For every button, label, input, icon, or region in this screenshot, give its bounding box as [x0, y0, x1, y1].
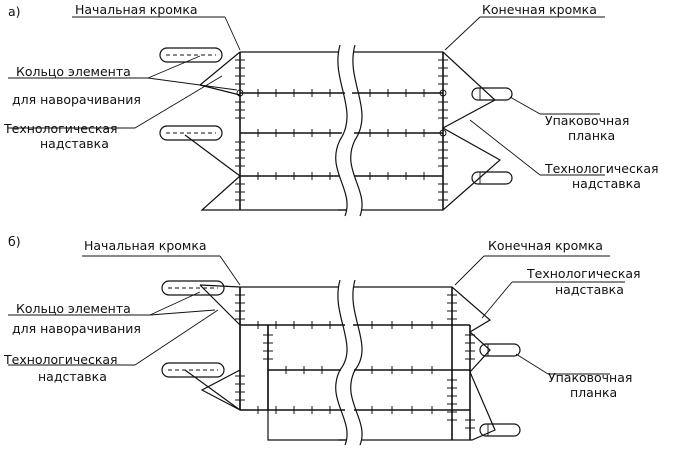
packing-bar-icon-a-top	[471, 87, 513, 101]
seam-joints-a	[236, 89, 447, 137]
belt-a-left-outline	[199, 51, 350, 211]
start-edge-label-b: Начальная кромка	[84, 238, 207, 253]
packing-label-a-1: Упаковочная	[545, 113, 629, 128]
ext-right-label-a-1: Технологическая	[544, 161, 659, 176]
end-edge-ticks-b	[447, 294, 457, 421]
belt-a-left-diagonal	[184, 84, 241, 177]
ext-left-label-a-2: надставка	[40, 136, 109, 151]
start-edge-ticks-a	[235, 59, 245, 201]
ext-top-label-b-1: Технологическая	[526, 266, 641, 281]
horizontal-seam-ticks-b	[257, 321, 433, 414]
end-edge-label-a: Конечная кромка	[482, 2, 597, 17]
winding-ring-icon-a-bottom	[159, 125, 223, 141]
break-line-a-right	[350, 44, 363, 217]
ring-label-b-1: Кольцо элемента	[16, 301, 131, 316]
panel-label-a: а)	[8, 4, 21, 19]
winding-ring-icon-b-top	[161, 280, 225, 296]
belt-b-right-outline	[338, 286, 496, 441]
break-line-a-left	[335, 44, 348, 217]
packing-bar-icon-b-top	[479, 343, 521, 357]
packing-label-b-2: планка	[570, 385, 617, 400]
break-gap-b	[335, 280, 363, 445]
start-edge-label-a: Начальная кромка	[75, 2, 198, 17]
packing-label-b-1: Упаковочная	[548, 370, 632, 385]
winding-ring-icon-a-top	[159, 47, 223, 63]
ring-label-b-2: для наворачивания	[12, 321, 141, 336]
packing-bar-icon-b-bottom	[479, 423, 521, 437]
ext-left-label-a-1: Технологическая	[3, 121, 118, 136]
diagram-b: б)	[3, 234, 641, 446]
break-gap-a	[335, 45, 363, 216]
diagram-a: а)	[3, 2, 659, 217]
start-edge-ticks-b	[235, 294, 245, 401]
step-seam-ticks-b	[263, 334, 475, 429]
ext-right-label-a-2: надставка	[572, 176, 641, 191]
belt-a-right-outline	[338, 51, 502, 211]
leaders-b	[8, 255, 625, 375]
ring-label-a-2: для наворачивания	[12, 92, 141, 107]
ext-left-label-b-2: надставка	[38, 369, 107, 384]
packing-label-a-2: планка	[568, 128, 615, 143]
packing-bar-icon-a-bottom	[471, 171, 513, 185]
ext-top-label-b-2: надставка	[555, 282, 624, 297]
ring-label-a-1: Кольцо элемента	[16, 64, 131, 79]
end-edge-ticks-a	[438, 59, 448, 201]
horizontal-seam-ticks-a	[257, 89, 425, 180]
panel-label-b: б)	[8, 234, 21, 249]
step-seams-b	[267, 325, 471, 440]
winding-ring-icon-b-bottom	[161, 362, 225, 378]
end-edge-label-b: Конечная кромка	[488, 238, 603, 253]
belt-b-left-diagonal	[184, 284, 241, 411]
ext-left-label-b-1: Технологическая	[3, 352, 118, 367]
leaders-a	[8, 16, 605, 176]
